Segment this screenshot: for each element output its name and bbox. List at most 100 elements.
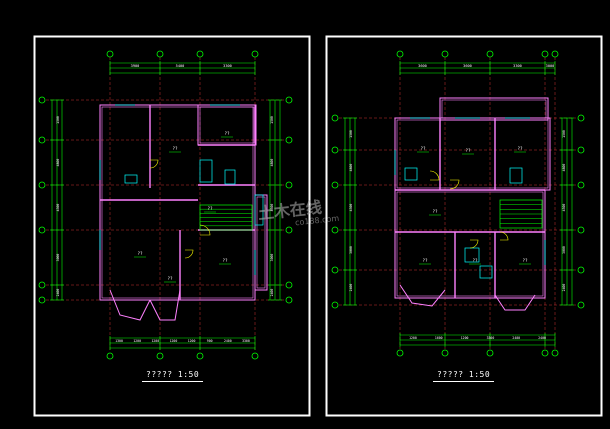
dimension-text-right: 4800 [270, 159, 274, 167]
dimension-text-right: 2400 [562, 284, 566, 292]
axis-bubble [541, 349, 549, 357]
axis-bubble [106, 50, 114, 58]
room-label: ?? [432, 209, 438, 214]
axis-bubble [577, 114, 585, 122]
exterior-wall-inner [441, 99, 547, 119]
axis-bubble [441, 50, 449, 58]
axis-bubble [577, 226, 585, 234]
room-label: ?? [420, 146, 426, 151]
exterior-wall [439, 97, 549, 121]
dimension-text-bottom: 1200 [151, 339, 159, 343]
axis-bubble [331, 114, 339, 122]
door-swing [499, 231, 509, 241]
axis-bubble [38, 281, 46, 289]
inner-frame [34, 36, 310, 416]
axis-bubble [156, 50, 164, 58]
axis-bubble [486, 349, 494, 357]
dimension-text-left: 2400 [349, 284, 353, 292]
axis-bubble [331, 301, 339, 309]
door-swing [149, 159, 159, 169]
room-label: ?? [517, 146, 523, 151]
sheet-caption-right: ????? 1:50 [433, 370, 495, 382]
bay-window [399, 284, 446, 307]
axis-bubble [551, 50, 559, 58]
dimension-text-bottom: 2400 [224, 339, 232, 343]
dimension-text-left: 4500 [349, 204, 353, 212]
axis-bubble [577, 266, 585, 274]
axis-bubble [577, 146, 585, 154]
dimension-text-bottom: 1600 [435, 336, 443, 340]
dimension-text-bottom: 1200 [409, 336, 417, 340]
dimension-text-top: 3900 [131, 64, 140, 68]
dimension-text-left: 4800 [56, 159, 60, 167]
dimension-text-left: 4800 [349, 164, 353, 172]
room-label: ?? [222, 258, 228, 263]
dimension-text-left: 3000 [56, 254, 60, 262]
fixture [124, 174, 138, 184]
axis-bubble [331, 226, 339, 234]
dimension-text-left: 2400 [56, 289, 60, 297]
exterior-wall [394, 189, 546, 299]
axis-bubble [38, 136, 46, 144]
dimension-text-bottom: 1200 [188, 339, 196, 343]
dimension-text-left: 3000 [349, 246, 353, 254]
dimension-text-bottom: 3300 [487, 336, 495, 340]
dimension-text-left: 1500 [56, 116, 60, 124]
fixture [224, 169, 236, 185]
dimension-text-top: 3600 [418, 64, 427, 68]
dimension-text-right: 4500 [562, 204, 566, 212]
room-label: ?? [172, 146, 178, 151]
fixture [199, 159, 213, 183]
sheet-caption-left: ????? 1:50 [142, 370, 204, 382]
axis-bubble [38, 226, 46, 234]
axis-bubble [251, 352, 259, 360]
exterior-wall-inner [101, 106, 254, 299]
axis-bubble [156, 352, 164, 360]
door-swing [469, 239, 479, 249]
bay-window [149, 289, 181, 321]
room-label: ?? [137, 251, 143, 256]
axis-bubble [285, 181, 293, 189]
dimension-text-right: 4500 [270, 204, 274, 212]
bay-window [109, 289, 151, 321]
fixture [404, 167, 418, 181]
dimension-text-bottom: 2400 [512, 336, 520, 340]
axis-bubble [38, 96, 46, 104]
exterior-wall-inner [256, 196, 266, 289]
dimension-text-top: 3000 [546, 64, 555, 68]
dimension-text-left: 4500 [56, 204, 60, 212]
axis-bubble [196, 352, 204, 360]
axis-bubble [541, 50, 549, 58]
axis-bubble [285, 136, 293, 144]
dimension-text-top: 5400 [176, 64, 185, 68]
room-label: ?? [472, 258, 478, 263]
axis-bubble [285, 226, 293, 234]
room-label: ?? [422, 258, 428, 263]
dimension-text-top: 3300 [513, 64, 522, 68]
axis-bubble [285, 96, 293, 104]
fixture [254, 194, 264, 226]
inner-frame [326, 36, 602, 416]
room-label: ?? [207, 206, 213, 211]
dimension-text-left: 1500 [349, 130, 353, 138]
axis-bubble [441, 349, 449, 357]
floor-plan-sheet-right: 3600 3600 3300 3000 1200 1600 1200 3300 2400 2400… [325, 35, 603, 417]
dimension-text-bottom: 1200 [133, 339, 141, 343]
door-swing [449, 179, 460, 190]
dimension-text-right: 1500 [270, 116, 274, 124]
door-swing [199, 224, 211, 236]
axis-bubble [331, 146, 339, 154]
axis-bubble [196, 50, 204, 58]
dimension-text-top: 3600 [463, 64, 472, 68]
fixture [509, 167, 523, 184]
axis-bubble [106, 352, 114, 360]
fixture [479, 265, 493, 279]
dimension-text-bottom: 1200 [461, 336, 469, 340]
axis-bubble [251, 50, 259, 58]
dimension-text-bottom: 1200 [170, 339, 178, 343]
room-label: ?? [465, 148, 471, 153]
axis-bubble [551, 349, 559, 357]
dimension-text-right: 2400 [270, 289, 274, 297]
axis-bubble [38, 296, 46, 304]
